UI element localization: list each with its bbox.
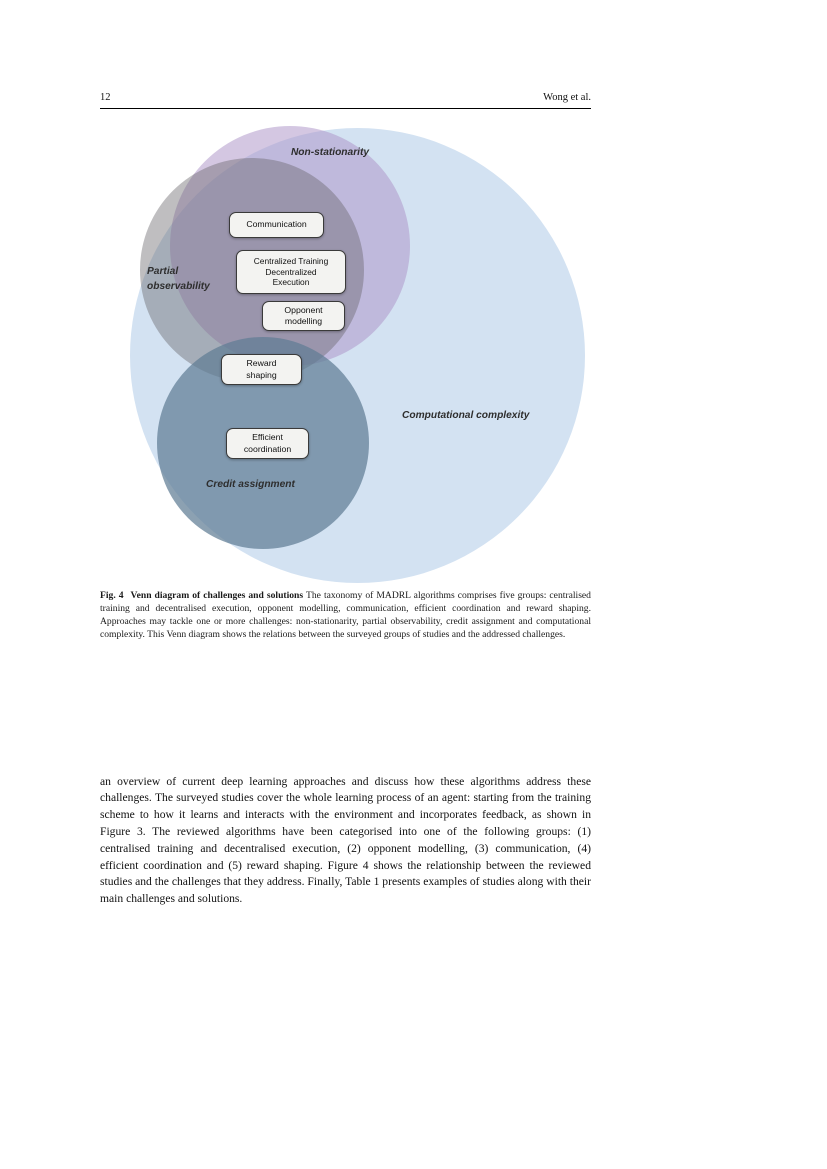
figure-caption: Fig. 4 Venn diagram of challenges and sol… — [100, 590, 591, 641]
node-centralized-training-decentralized-execution: Centralized Training Decentralized Execu… — [236, 250, 346, 294]
caption-body: The taxonomy of MADRL algorithms compris… — [100, 590, 591, 640]
set-label-credit-assignment: Credit assignment — [206, 479, 295, 490]
set-label-partial-observability: Partial observability — [147, 266, 210, 293]
node-reward-shaping: Reward shaping — [221, 354, 302, 385]
caption-figure-label: Fig. 4 — [100, 590, 124, 601]
page-number: 12 — [100, 92, 111, 103]
body-paragraph: an overview of current deep learning app… — [100, 774, 591, 906]
header-rule — [100, 108, 591, 109]
caption-title: Venn diagram of challenges and solutions — [130, 590, 304, 601]
node-communication: Communication — [229, 212, 324, 238]
set-label-non-stationarity: Non-stationarity — [290, 147, 370, 158]
node-efficient-coordination: Efficient coordination — [226, 428, 309, 459]
set-label-computational-complexity: Computational complexity — [402, 410, 530, 421]
node-opponent-modelling: Opponent modelling — [262, 301, 345, 331]
venn-diagram: Non-stationarity Partial observability C… — [130, 126, 585, 583]
running-head: Wong et al. — [543, 92, 591, 103]
